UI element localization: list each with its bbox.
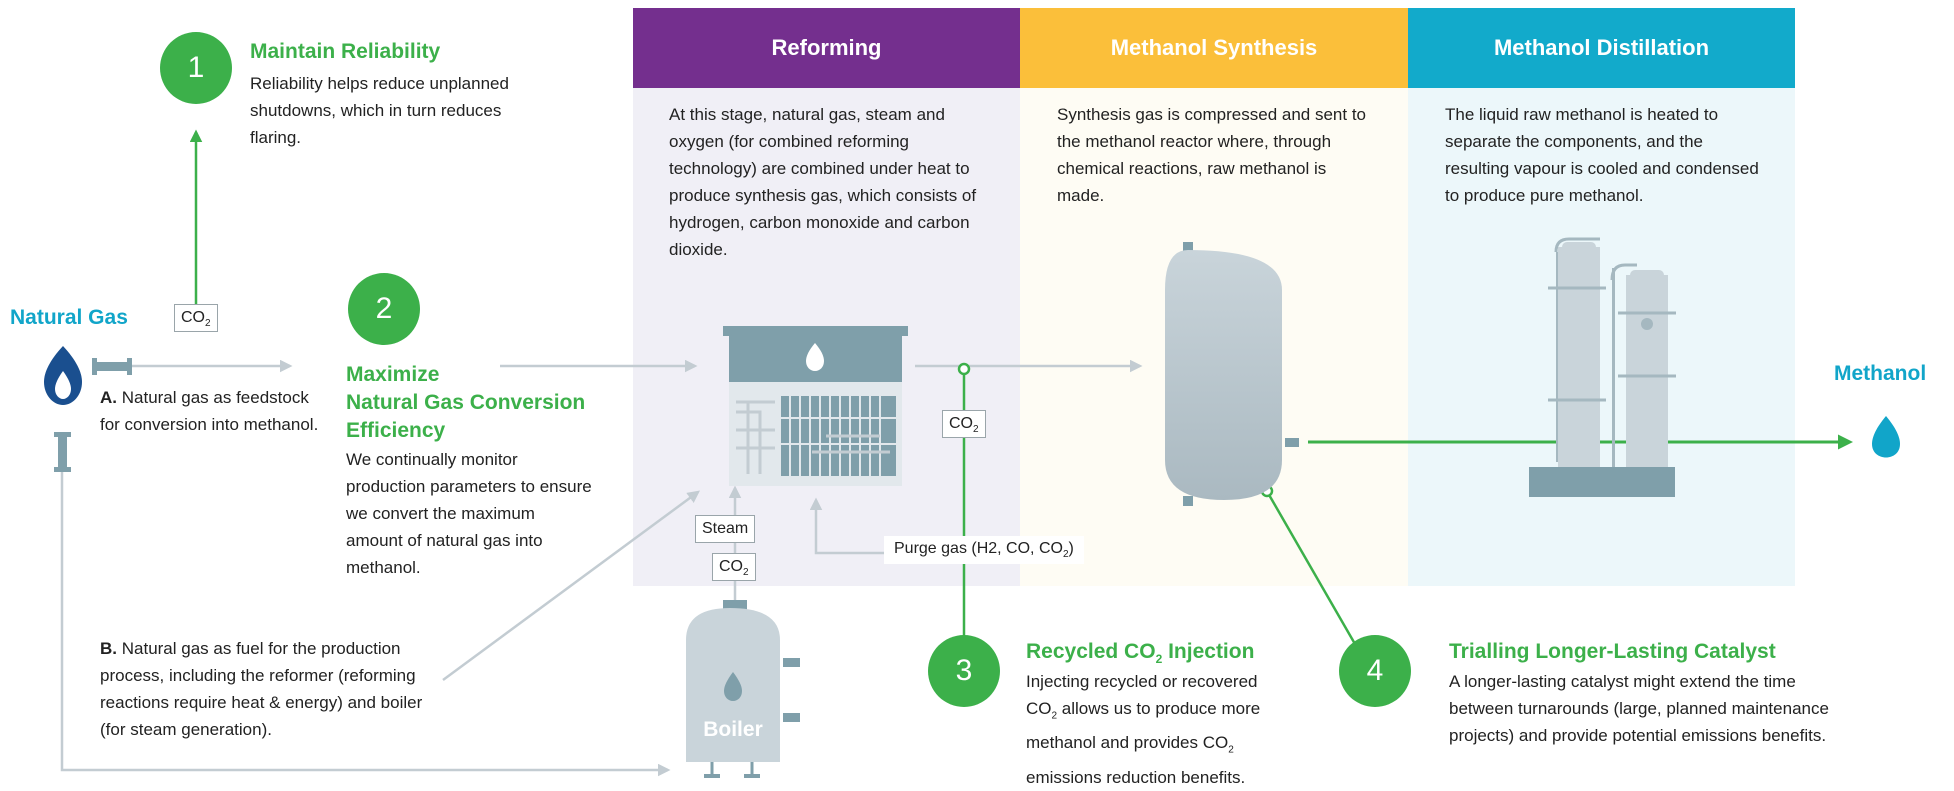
initiative-4-text: A longer-lasting catalyst might extend t…	[1449, 672, 1829, 745]
initiative-1-badge: 1	[160, 32, 232, 104]
initiative-3-badge: 3	[928, 635, 1000, 707]
panel-synthesis-title: Methanol Synthesis	[1020, 8, 1408, 88]
natural-gas-title: Natural Gas	[10, 306, 128, 329]
co2-label-injection: CO2	[942, 410, 986, 438]
fuel-pipe-icon	[54, 432, 71, 472]
initiative-2-title: Maximize Natural Gas Conversion Efficien…	[346, 363, 586, 442]
initiative-4-badge: 4	[1339, 635, 1411, 707]
co2-label-boiler: CO2	[712, 553, 756, 581]
panel-distillation-title: Methanol Distillation	[1408, 8, 1795, 88]
initiative-4-title: Trialling Longer-Lasting Catalyst	[1449, 640, 1776, 663]
methanol-drop-icon	[1872, 416, 1900, 458]
methanol-label: Methanol	[1834, 362, 1927, 385]
feedstock-prefix: A.	[100, 388, 117, 407]
initiative-2-text: We continually monitor production parame…	[346, 450, 592, 577]
panel-reforming-text: At this stage, natural gas, steam and ox…	[669, 105, 977, 259]
catalyst-line	[1266, 492, 1357, 645]
fuel-to-reformer-line	[442, 490, 701, 682]
initiative-1-title: Maintain Reliability	[250, 40, 441, 63]
fuel-prefix: B.	[100, 639, 117, 658]
initiative-1-text: Reliability helps reduce unplanned shutd…	[250, 74, 509, 147]
co2-label-reliability: CO2	[174, 304, 218, 332]
initiative-2-badge: 2	[348, 273, 420, 345]
feed-pipe-icon	[92, 358, 132, 375]
panel-synthesis-text: Synthesis gas is compressed and sent to …	[1057, 105, 1366, 205]
feedstock-description: A. Natural gas as feedstock for conversi…	[100, 384, 325, 438]
purge-gas-label: Purge gas (H2, CO, CO2)	[884, 536, 1084, 565]
boiler-label: Boiler	[703, 718, 763, 741]
distillation-columns-icon	[1529, 237, 1676, 497]
natural-gas-flame-icon	[44, 346, 82, 405]
synthesis-reactor-icon	[1165, 242, 1299, 506]
initiative-3-text: Injecting recycled or recovered CO2 allo…	[1026, 672, 1261, 787]
initiative-3-title: Recycled CO2 Injection	[1026, 640, 1255, 667]
fuel-line	[60, 465, 671, 777]
feedstock-text: Natural gas as feedstock for conversion …	[100, 388, 319, 434]
panel-distillation-text: The liquid raw methanol is heated to sep…	[1445, 105, 1759, 205]
panel-reforming-title: Reforming	[633, 8, 1020, 88]
purge-line	[809, 497, 890, 555]
steam-label: Steam	[695, 515, 756, 543]
boiler-icon	[686, 600, 800, 778]
fuel-text: Natural gas as fuel for the production p…	[100, 639, 423, 739]
panel-reforming: Reforming At this stage, natural gas, st…	[633, 8, 1020, 586]
reformer-icon	[723, 326, 908, 486]
fuel-description: B. Natural gas as fuel for the productio…	[100, 635, 450, 743]
